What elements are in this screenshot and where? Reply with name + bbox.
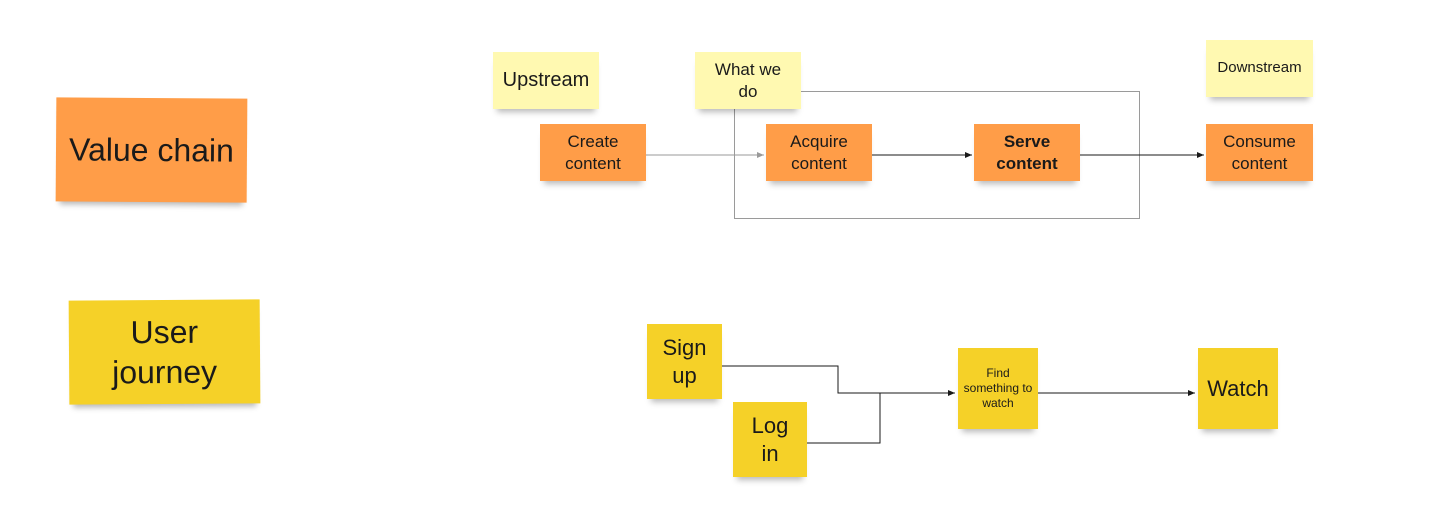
create-content-note[interactable]: Create content [540, 124, 646, 181]
log-in-label: Log in [751, 413, 789, 466]
log-in-note[interactable]: Log in [733, 402, 807, 477]
what-we-do-note[interactable]: What we do [695, 52, 801, 109]
legend-user-journey-note[interactable]: User journey [68, 299, 261, 405]
legend-value-chain-note[interactable]: Value chain [55, 97, 248, 203]
create-content-label: Create content [565, 132, 621, 173]
sign-up-label: Sign up [662, 335, 707, 388]
serve-content-label: Serve content [996, 132, 1058, 173]
consume-content-note[interactable]: Consume content [1206, 124, 1313, 181]
what-we-do-label: What we do [714, 60, 782, 101]
watch-note[interactable]: Watch [1198, 348, 1278, 429]
find-something-note[interactable]: Find something to watch [958, 348, 1038, 429]
connector-signup-to-find[interactable] [722, 365, 955, 396]
upstream-label: Upstream [502, 69, 590, 91]
find-something-label: Find something to watch [963, 366, 1033, 410]
consume-content-label: Consume content [1223, 132, 1296, 173]
legend-value-chain-label: Value chain [68, 131, 235, 169]
sign-up-note[interactable]: Sign up [647, 324, 722, 399]
downstream-label: Downstream [1217, 59, 1302, 77]
downstream-note[interactable]: Downstream [1206, 40, 1313, 97]
connector-login-to-find[interactable] [807, 393, 881, 444]
serve-content-note[interactable]: Serve content [974, 124, 1080, 181]
acquire-content-note[interactable]: Acquire content [766, 124, 872, 181]
legend-user-journey-label: User journey [112, 313, 218, 391]
upstream-note[interactable]: Upstream [493, 52, 599, 109]
acquire-content-label: Acquire content [790, 132, 848, 173]
watch-label: Watch [1207, 375, 1269, 401]
